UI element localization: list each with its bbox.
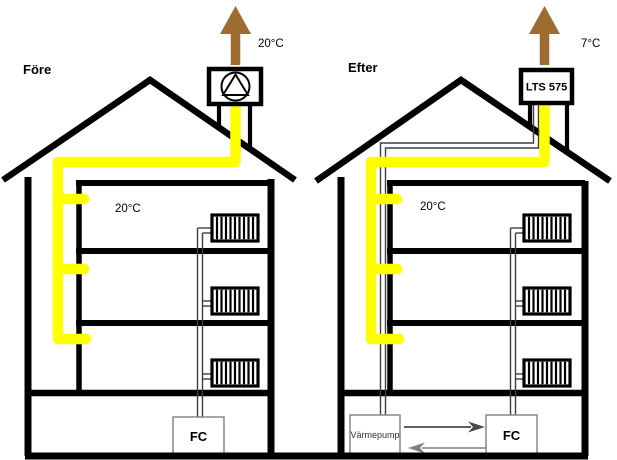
heat-pump-label: Värmepump (350, 430, 399, 440)
heat-pump-pipes (379, 101, 540, 415)
before-roof (1, 76, 297, 183)
radiator (522, 213, 572, 243)
radiator (522, 358, 572, 388)
after-title: Efter (348, 60, 378, 75)
radiator (522, 286, 572, 316)
after-fc-unit: FC (485, 414, 538, 456)
lts-roof-unit: LTS 575 (518, 67, 575, 106)
lts-unit-label: LTS 575 (526, 82, 567, 94)
before-title: Före (23, 62, 51, 77)
after-exhaust-arrow (529, 6, 560, 65)
after-fc-label: FC (503, 428, 521, 443)
radiator (210, 358, 260, 388)
after-exhaust-duct (365, 96, 550, 345)
after-house: LTS 575 Värmepump FC Efter 7°C 20°C (314, 6, 612, 456)
before-fc-label: FC (190, 429, 208, 444)
before-exhaust-temp: 20°C (258, 38, 284, 50)
roof-fan-unit (206, 66, 264, 107)
before-exhaust-duct (52, 97, 241, 345)
after-exhaust-temp: 7°C (581, 38, 600, 50)
radiator (210, 213, 260, 243)
before-fc-unit: FC (172, 416, 225, 456)
heat-pump-unit: Värmepump (349, 414, 401, 456)
after-roof (314, 76, 612, 184)
after-indoor-temp: 20°C (420, 201, 446, 213)
radiator (210, 286, 260, 316)
return-flow-arrow (408, 442, 486, 454)
supply-flow-arrow (404, 421, 485, 433)
before-house: FC Före 20°C 20°C (1, 6, 297, 456)
before-exhaust-arrow (220, 6, 251, 65)
before-indoor-temp: 20°C (115, 203, 141, 215)
fan-icon (220, 71, 251, 102)
